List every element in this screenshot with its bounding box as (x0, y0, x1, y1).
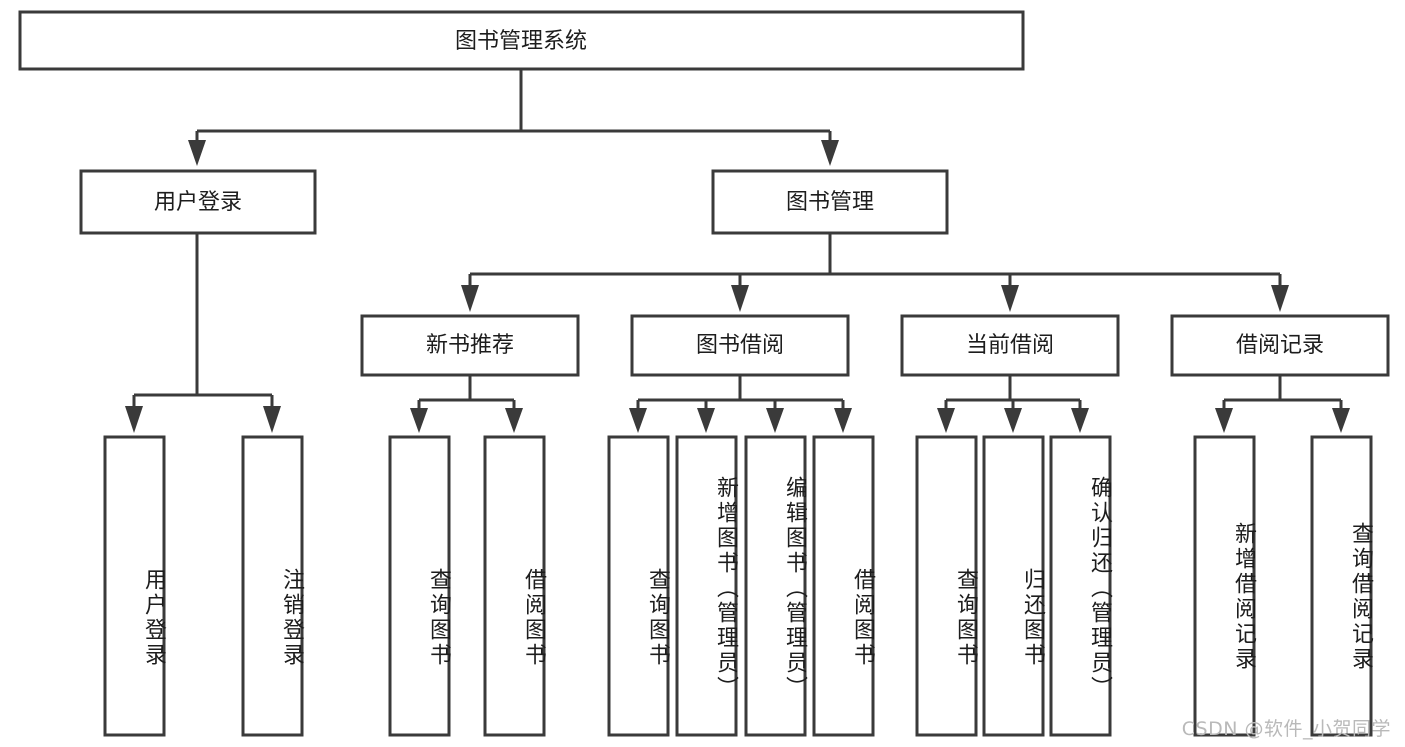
arrow-head-icon (188, 140, 206, 166)
arrow-head-icon (1271, 285, 1289, 312)
leaf-label-user-login-0: 用户登录 (141, 567, 166, 668)
leaf-rect-current-borrow-2[interactable] (1049, 435, 1112, 737)
arrow-head-icon (1332, 408, 1350, 433)
node-book-management-rect[interactable] (711, 169, 949, 235)
arrow-head-icon (821, 140, 839, 166)
arrow-head-icon (263, 406, 281, 433)
connector-bookmgmt-to-level3 (461, 233, 1289, 312)
node-book-management[interactable]: 图书管理 (711, 169, 949, 235)
node-book-borrow[interactable]: 图书借阅 (630, 314, 850, 377)
leaf-label-book-borrow-2: 编辑图书（管理员） (782, 475, 807, 701)
node-book-borrow-rect[interactable] (630, 314, 850, 377)
leaf-label-borrow-record-1: 查询借阅记录 (1348, 522, 1373, 672)
leaf-rect-new-book-0[interactable] (388, 435, 451, 737)
leaf-label-new-book-1: 借阅图书 (521, 567, 546, 668)
leaf-rect-user-login-0[interactable] (103, 435, 166, 737)
node-book-borrow-label: 图书借阅 (696, 333, 784, 358)
leaf-rect-book-borrow-1[interactable] (675, 435, 738, 737)
leaf-rect-user-login-1[interactable] (241, 435, 304, 737)
arrow-head-icon (766, 408, 784, 433)
leaf-rect-book-borrow-2[interactable] (744, 435, 807, 737)
node-root-rect[interactable] (18, 10, 1025, 71)
node-root[interactable]: 图书管理系统 (18, 10, 1025, 71)
node-root-label: 图书管理系统 (455, 29, 587, 54)
leaf-rect-borrow-record-0[interactable] (1193, 435, 1256, 737)
arrow-head-icon (505, 408, 523, 433)
connector-newbook-to-leaves (410, 376, 523, 433)
node-user-login-label: 用户登录 (154, 190, 242, 215)
arrow-head-icon (697, 408, 715, 433)
node-new-book-recommend-rect[interactable] (360, 314, 580, 377)
arrow-head-icon (461, 285, 479, 312)
leaf-label-user-login-1: 注销登录 (279, 567, 304, 668)
arrow-head-icon (629, 408, 647, 433)
node-user-login-rect[interactable] (79, 169, 317, 235)
node-user-login[interactable]: 用户登录 (79, 169, 317, 235)
leaf-label-book-borrow-3: 借阅图书 (850, 567, 875, 668)
leaf-label-current-borrow-0: 查询图书 (953, 567, 978, 668)
arrow-head-icon (125, 406, 143, 433)
node-borrow-record[interactable]: 借阅记录 (1170, 314, 1390, 377)
leaf-rect-new-book-1[interactable] (483, 435, 546, 737)
node-borrow-record-label: 借阅记录 (1236, 333, 1324, 358)
leaf-label-current-borrow-2: 确认归还（管理员） (1087, 475, 1112, 701)
node-new-book-recommend[interactable]: 新书推荐 (360, 314, 580, 377)
node-current-borrow-rect[interactable] (900, 314, 1120, 377)
node-borrow-record-rect[interactable] (1170, 314, 1390, 377)
node-new-book-recommend-label: 新书推荐 (426, 333, 514, 358)
leaf-rect-current-borrow-1[interactable] (982, 435, 1045, 737)
arrow-head-icon (834, 408, 852, 433)
connector-userlogin-to-leaves (125, 233, 281, 433)
arrow-head-icon (410, 408, 428, 433)
leaf-label-new-book-0: 查询图书 (426, 567, 451, 668)
leaf-rect-current-borrow-0[interactable] (915, 435, 978, 737)
leaf-label-book-borrow-0: 查询图书 (645, 567, 670, 668)
connector-root-to-level2 (188, 69, 839, 166)
arrow-head-icon (1001, 285, 1019, 312)
leaf-rect-book-borrow-0[interactable] (607, 435, 670, 737)
arrow-head-icon (731, 285, 749, 312)
arrow-head-icon (1004, 408, 1022, 433)
node-current-borrow-label: 当前借阅 (966, 333, 1054, 358)
node-current-borrow[interactable]: 当前借阅 (900, 314, 1120, 377)
connector-currentborrow-to-leaves (937, 376, 1089, 433)
connector-borrowrecord-to-leaves (1215, 376, 1350, 433)
leaf-rect-book-borrow-3[interactable] (812, 435, 875, 737)
node-book-management-label: 图书管理 (786, 190, 874, 215)
leaf-label-current-borrow-1: 归还图书 (1020, 567, 1045, 668)
leaf-label-borrow-record-0: 新增借阅记录 (1231, 522, 1256, 672)
arrow-head-icon (937, 408, 955, 433)
arrow-head-icon (1215, 408, 1233, 433)
leaf-label-book-borrow-1: 新增图书（管理员） (713, 475, 738, 701)
arrow-head-icon (1071, 408, 1089, 433)
watermark-text: CSDN @软件_小贺同学 (1181, 718, 1391, 740)
connector-bookborrow-to-leaves (629, 376, 852, 433)
leaf-rect-borrow-record-1[interactable] (1310, 435, 1373, 737)
